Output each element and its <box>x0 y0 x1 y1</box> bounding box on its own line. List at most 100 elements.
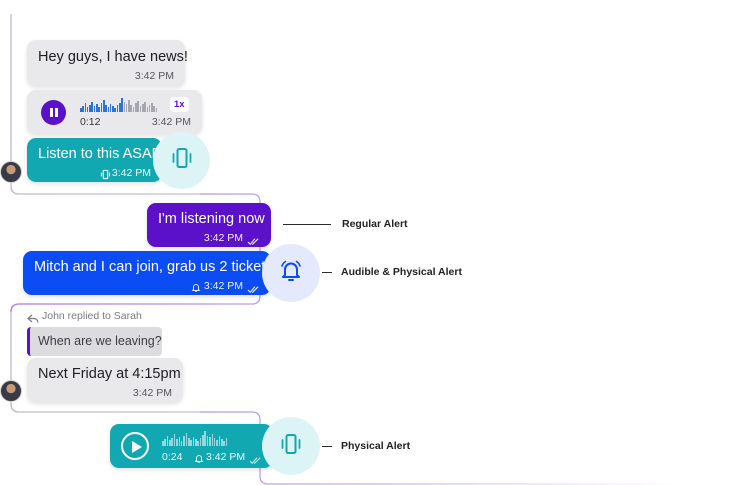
waveform-bar <box>135 103 137 112</box>
waveform-bar <box>166 436 169 446</box>
reply-arrow-icon <box>27 311 39 329</box>
voice-message-bubble[interactable]: 0:24 3:42 PM <box>110 424 273 468</box>
message-text: Listen to this ASAP <box>38 146 162 162</box>
message-text: Next Friday at 4:15pm <box>38 366 181 382</box>
vibrate-icon <box>279 432 303 461</box>
waveform-bar <box>141 104 144 112</box>
waveform-bar <box>187 438 190 446</box>
message-time: 3:42 PM <box>132 387 172 399</box>
waveform-bar <box>100 103 103 112</box>
waveform-bar <box>202 435 204 446</box>
waveform-bar <box>211 434 214 446</box>
waveform-bar <box>213 438 216 446</box>
vibrate-icon <box>170 146 194 175</box>
audio-waveform[interactable] <box>162 430 228 446</box>
message-bubble[interactable]: Mitch and I can join, grab us 2 tickets!… <box>23 251 277 298</box>
annotation-leader-line <box>322 446 332 447</box>
physical-alert-indicator <box>262 417 320 475</box>
waveform-bar <box>180 441 183 446</box>
waveform-bar <box>151 103 153 112</box>
waveform-bar <box>80 108 82 112</box>
waveform-bar <box>130 105 133 112</box>
annotation-leader-line <box>283 224 331 225</box>
message-bubble[interactable]: Hey guys, I have news! 3:42 PM <box>27 40 188 86</box>
waveform-bar <box>192 437 195 446</box>
waveform-bar <box>107 107 110 112</box>
annotation-leader-line <box>322 272 332 273</box>
message-time: 3:42 PM <box>203 280 243 292</box>
play-button[interactable] <box>121 432 149 460</box>
waveform-bar <box>190 440 192 446</box>
message-time: 3:42 PM <box>206 451 246 463</box>
waveform-bar <box>209 437 211 446</box>
waveform-bar <box>105 105 107 112</box>
waveform-bar <box>171 438 174 446</box>
waveform-bar <box>185 433 188 446</box>
waveform-bar <box>86 107 89 112</box>
message-time: 3:42 PM <box>151 116 191 128</box>
message-bubble[interactable]: Listen to this ASAP 3:42 PM <box>27 138 162 182</box>
waveform-bar <box>197 441 199 446</box>
avatar[interactable] <box>0 380 22 402</box>
playback-speed-button[interactable]: 1x <box>170 97 189 112</box>
waveform-bar <box>173 434 176 446</box>
waveform-bar <box>91 102 94 112</box>
message-text: I'm listening now <box>158 211 265 227</box>
waveform-bar <box>98 107 100 112</box>
waveform-bar <box>225 438 228 446</box>
waveform-bar <box>125 104 128 112</box>
message-bubble[interactable]: I'm listening now 3:42 PM <box>147 203 271 247</box>
waveform-bar <box>216 440 218 446</box>
waveform-bar <box>164 439 166 446</box>
avatar[interactable] <box>0 161 22 183</box>
waveform-bar <box>206 436 209 446</box>
waveform-bar <box>121 98 123 112</box>
waveform-bar <box>199 438 202 446</box>
waveform-bar <box>109 104 112 112</box>
waveform-bar <box>223 441 225 446</box>
waveform-bar <box>153 106 155 112</box>
message-time: 3:42 PM <box>134 70 174 82</box>
waveform-bar <box>137 101 139 112</box>
waveform-bar <box>183 436 185 446</box>
waveform-bar <box>169 440 171 446</box>
audio-waveform[interactable] <box>80 96 158 112</box>
waveform-bar <box>176 439 178 446</box>
annotation-physical-alert: Physical Alert <box>341 440 411 452</box>
vibrate-icon <box>100 167 111 185</box>
double-check-icon <box>249 452 262 470</box>
reply-label: John replied to Sarah <box>42 310 142 322</box>
voice-message-bubble[interactable]: 0:12 1x 3:42 PM <box>27 90 202 134</box>
waveform-bar <box>112 106 114 112</box>
waveform-bar <box>220 439 223 446</box>
bell-icon <box>194 451 204 469</box>
waveform-bar <box>148 105 151 112</box>
waveform-bar <box>114 108 116 112</box>
waveform-bar <box>102 100 105 112</box>
quoted-message[interactable]: When are we leaving? <box>27 327 162 356</box>
pause-button[interactable] <box>41 100 66 125</box>
audio-duration: 0:24 <box>162 451 183 463</box>
waveform-bar <box>144 102 146 112</box>
waveform-bar <box>195 439 197 446</box>
waveform-bar <box>218 436 221 446</box>
waveform-bar <box>93 106 96 112</box>
waveform-bar <box>123 102 126 112</box>
waveform-bar <box>84 103 87 112</box>
physical-alert-indicator <box>153 132 210 189</box>
audible-alert-indicator <box>262 244 320 302</box>
bell-icon <box>191 280 201 298</box>
audio-duration: 0:12 <box>80 116 101 128</box>
waveform-bar <box>89 105 91 112</box>
pause-icon <box>50 108 53 117</box>
double-check-icon <box>247 281 260 299</box>
waveform-bar <box>116 105 119 112</box>
waveform-bar <box>204 431 207 446</box>
bell-icon <box>278 258 304 289</box>
message-bubble[interactable]: Next Friday at 4:15pm 3:42 PM <box>27 358 183 402</box>
waveform-bar <box>146 107 149 112</box>
waveform-bar <box>162 441 164 446</box>
waveform-bar <box>132 107 135 112</box>
annotation-regular-alert: Regular Alert <box>342 218 408 230</box>
